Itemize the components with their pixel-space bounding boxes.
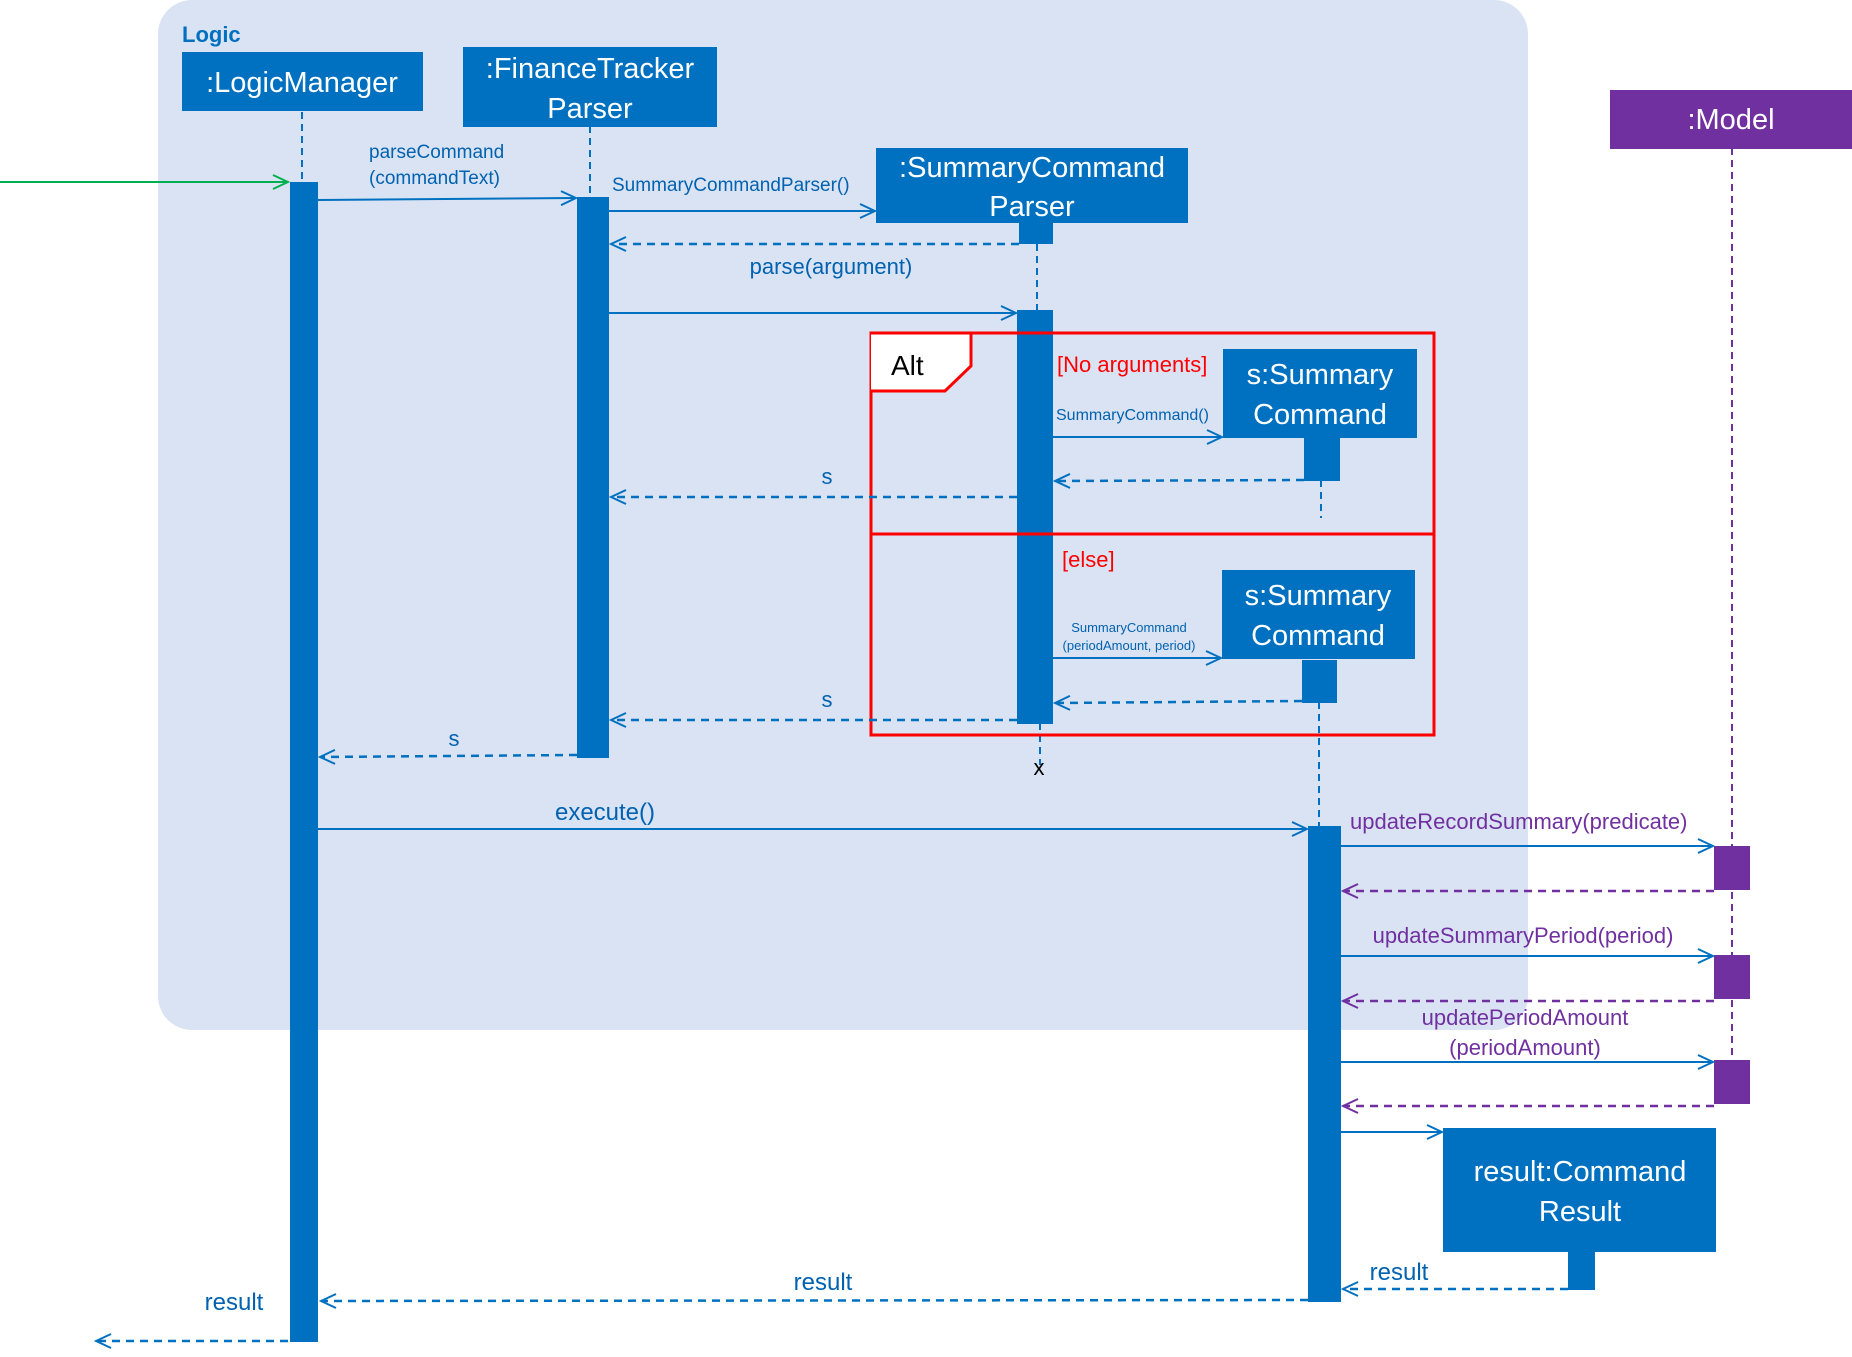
guard-else: [else]: [1062, 547, 1115, 572]
participant-parser-label-2: Parser: [547, 93, 633, 125]
label-update-period-amount-1: updatePeriodAmount: [1422, 1005, 1629, 1030]
label-return-result-1: result: [1370, 1259, 1429, 1286]
label-summary-command-args-2: (periodAmount, period): [1063, 638, 1196, 653]
participant-model-label: :Model: [1687, 104, 1774, 136]
alt-tag: [871, 331, 973, 393]
participant-summary-cmd-2-label-2: Command: [1251, 620, 1385, 652]
alt-label: Alt: [891, 350, 924, 381]
label-update-record-summary: updateRecordSummary(predicate): [1350, 809, 1688, 834]
label-return-s-2: s: [822, 687, 833, 712]
participant-summary-cmd-1-label-1: s:Summary: [1247, 359, 1394, 391]
label-return-result-2: result: [794, 1269, 853, 1296]
label-update-period-amount-2: (periodAmount): [1449, 1035, 1601, 1060]
label-return-result-3: result: [205, 1289, 264, 1316]
participant-result-label-1: result:Command: [1474, 1156, 1687, 1188]
participant-summary-cmd-1-label-2: Command: [1253, 399, 1387, 431]
activation-summary-cmd-2: [1302, 660, 1337, 703]
participant-finance-tracker-parser: [463, 47, 717, 127]
participant-result-label-2: Result: [1539, 1196, 1621, 1228]
activation-summary-cmd-execute: [1308, 826, 1341, 1302]
label-parse-argument: parse(argument): [750, 254, 913, 279]
activation-result: [1568, 1250, 1595, 1290]
activation-model-1: [1714, 846, 1750, 890]
participant-summary-cmd-2-label-1: s:Summary: [1245, 580, 1392, 612]
label-parse-command-2: (commandText): [369, 168, 500, 189]
label-return-s-3: s: [449, 726, 460, 751]
activation-summary-parser: [1017, 310, 1053, 724]
participant-summary-command-2: [1222, 570, 1415, 659]
label-return-s-1: s: [822, 464, 833, 489]
activation-summary-parser-creation: [1019, 220, 1053, 244]
message-parse-command: [317, 198, 576, 200]
participant-summary-command-1: [1223, 349, 1417, 438]
activation-summary-cmd-1: [1304, 438, 1340, 481]
guard-no-arguments: [No arguments]: [1057, 352, 1207, 377]
label-update-summary-period: updateSummaryPeriod(period): [1373, 923, 1674, 948]
activation-parser: [577, 197, 609, 758]
activation-model-2: [1714, 955, 1750, 999]
participant-command-result: [1443, 1128, 1716, 1252]
participant-logic-manager: [182, 52, 423, 111]
logic-frame-label: Logic: [182, 22, 241, 47]
participant-model: [1610, 90, 1852, 149]
label-execute: execute(): [555, 799, 655, 826]
label-summary-command-noargs: SummaryCommand(): [1056, 407, 1209, 424]
participant-summary-command-parser: [876, 148, 1188, 223]
label-summary-command-args-1: SummaryCommand: [1071, 620, 1187, 635]
participant-logic-manager-label: :LogicManager: [206, 67, 398, 99]
logic-frame: [158, 0, 1528, 1030]
participant-parser-label-1: :FinanceTracker: [486, 53, 695, 85]
return-result-to-logic-manager: [321, 1300, 1309, 1301]
activation-model-3: [1714, 1060, 1750, 1104]
label-parse-command-1: parseCommand: [369, 142, 504, 163]
return-s-3: [320, 755, 578, 757]
destroy-marker: x: [1034, 755, 1045, 780]
participant-summary-parser-label-1: :SummaryCommand: [899, 152, 1165, 184]
participant-summary-parser-label-2: Parser: [989, 191, 1075, 223]
activation-logic-manager: [290, 182, 318, 1342]
label-summary-command-parser: SummaryCommandParser(): [612, 175, 850, 196]
